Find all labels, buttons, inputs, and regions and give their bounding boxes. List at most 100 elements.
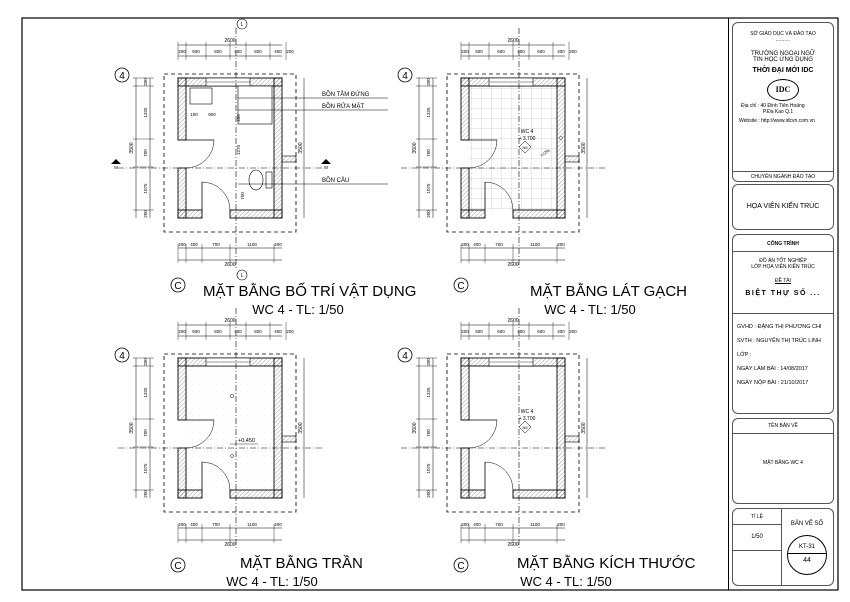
dashed-outline [163,353,297,513]
sheet-border [21,17,839,591]
door-swing-arc [201,461,231,491]
scale-cell: TỈ LỆ 1/50 [733,509,782,585]
dimension-bottom: 1100 [247,522,257,527]
room-name: WC 4 [521,129,534,135]
school-box: SỞ GIÁO DỤC VÀ ĐÀO TẠO .......... TRƯỜNG… [732,22,834,182]
dimension-left: 700 [426,429,431,437]
ngay-nop-bai: NGÀY NỘP BÀI : 21/10/2017 [737,380,809,386]
dimension-top-total: 2600 [224,318,235,324]
wall [177,489,203,499]
divider [733,433,833,434]
dept: SỞ GIÁO DỤC VÀ ĐÀO TẠO [750,31,816,37]
dimension-bottom: 700 [495,522,503,527]
room-floor [469,86,557,210]
dimension-top-total: 2600 [507,318,518,324]
school-name-3: THỜI ĐẠI MỚI IDC [752,67,814,74]
door-swing-arc [468,139,498,169]
wall [177,209,203,219]
dimension-bottom: 200 [274,522,282,527]
dimension-bottom: 200 [461,522,469,527]
dimension-bottom: 200 [557,522,565,527]
project-line-1: ĐỒ ÁN TỐT NGHIỆP [759,258,807,264]
dimension-right-total: 3500 [581,142,587,153]
major-label: CHUYÊN NGÀNH ĐÀO TẠO [750,174,816,180]
axis-4-bubble [397,67,413,83]
axis-4-label: 4 [119,351,125,362]
dimension-top-total: 2600 [507,38,518,44]
dim-inner: 1270 [236,144,241,155]
dimension-top: 400 [557,49,565,54]
dimension-right-total: 3500 [298,422,304,433]
dimension-bottom: 200 [461,242,469,247]
school-name-1: TRƯỜNG NGOẠI NGỮ [750,51,816,57]
dimension-bottom: 1100 [530,522,540,527]
section-l-marker [236,18,248,30]
dimension-bottom-total: 2600 [507,542,518,548]
sheet-box: TỈ LỆ 1/50 BẢN VẼ SỐ KT-31 44 [732,508,834,586]
dim-inner: 750 [240,192,245,200]
ceiling-level: +0.450 [238,438,255,444]
axis-c-label: C [457,281,464,292]
plan-subtitle: WC 4 - TL: 1/50 [252,302,344,317]
dimension-left: 700 [143,429,148,437]
divider [733,550,781,551]
floor-level: + 3.700 [519,136,536,142]
dimension-top: 600 [537,49,545,54]
label-bon-rua-mat: BỒN RỬA MẶT [322,103,364,110]
major: HỌA VIÊN KIẾN TRÚC [746,203,820,210]
dimension-left: 200 [143,210,148,218]
wall [177,77,187,141]
dimension-left: 1075 [143,183,148,194]
title-block: SỞ GIÁO DỤC VÀ ĐÀO TẠO .......... TRƯỜNG… [728,18,839,590]
dimension-left: 1075 [426,463,431,474]
dimension-top: 500 [192,49,200,54]
door-swing-arc [484,461,514,491]
idc-logo: IDC [767,79,799,101]
wall-stub [564,155,580,163]
project-label: CÔNG TRÌNH [767,241,799,247]
dimension-top: 600 [214,329,222,334]
dimension-top: 200 [178,49,186,54]
dimension-left: 200 [426,78,431,86]
dimension-top: 400 [517,49,525,54]
wall-stub [281,435,297,443]
dimension-top: 200 [178,329,186,334]
floor-drain [559,136,563,140]
ngay-lam-bai: NGÀY LÀM BÀI : 14/08/2017 [737,366,808,372]
room-floor [186,366,274,490]
dimension-bottom-total: 2600 [224,262,235,268]
wall [460,77,470,141]
sheet-number-cell: BẢN VẼ SỐ KT-31 44 [781,509,833,585]
dashed-outline [446,73,580,233]
dimension-left: 1325 [426,107,431,118]
section-l-marker [236,269,248,281]
wall [177,357,187,421]
dimension-bottom: 400 [473,242,481,247]
dimension-left: 700 [426,149,431,157]
plan-title: MẶT BẰNG KÍCH THƯỚC [517,555,696,572]
plans-group: 2600 200 500 600 400 600 400 200 2600 200 400 700 11… [111,18,605,573]
sheet-label: BẢN VẼ SỐ [790,521,824,527]
dimension-right-total: 3500 [581,422,587,433]
axis-4-label: 4 [119,71,125,82]
dimension-top: 500 [475,49,483,54]
dots: .......... [776,37,790,43]
floor-level: + 3.700 [519,416,536,422]
dimension-top: 400 [234,329,242,334]
dimension-bottom: 400 [190,522,198,527]
dimension-top: 600 [254,49,262,54]
ceiling-light [230,454,234,458]
divider [733,171,833,172]
dimension-left: 200 [143,358,148,366]
label-bon-cau: BỒN CẦU [322,177,349,184]
major-box: HỌA VIÊN KIẾN TRÚC [732,184,834,230]
door-swing-arc [468,419,498,449]
dimension-top-total: 2600 [224,38,235,44]
axis-4-bubble [397,347,413,363]
wall [229,209,283,219]
dimension-top: 400 [517,329,525,334]
room-floor [469,366,557,490]
wall [556,357,566,499]
section-l-label: L [241,22,244,28]
